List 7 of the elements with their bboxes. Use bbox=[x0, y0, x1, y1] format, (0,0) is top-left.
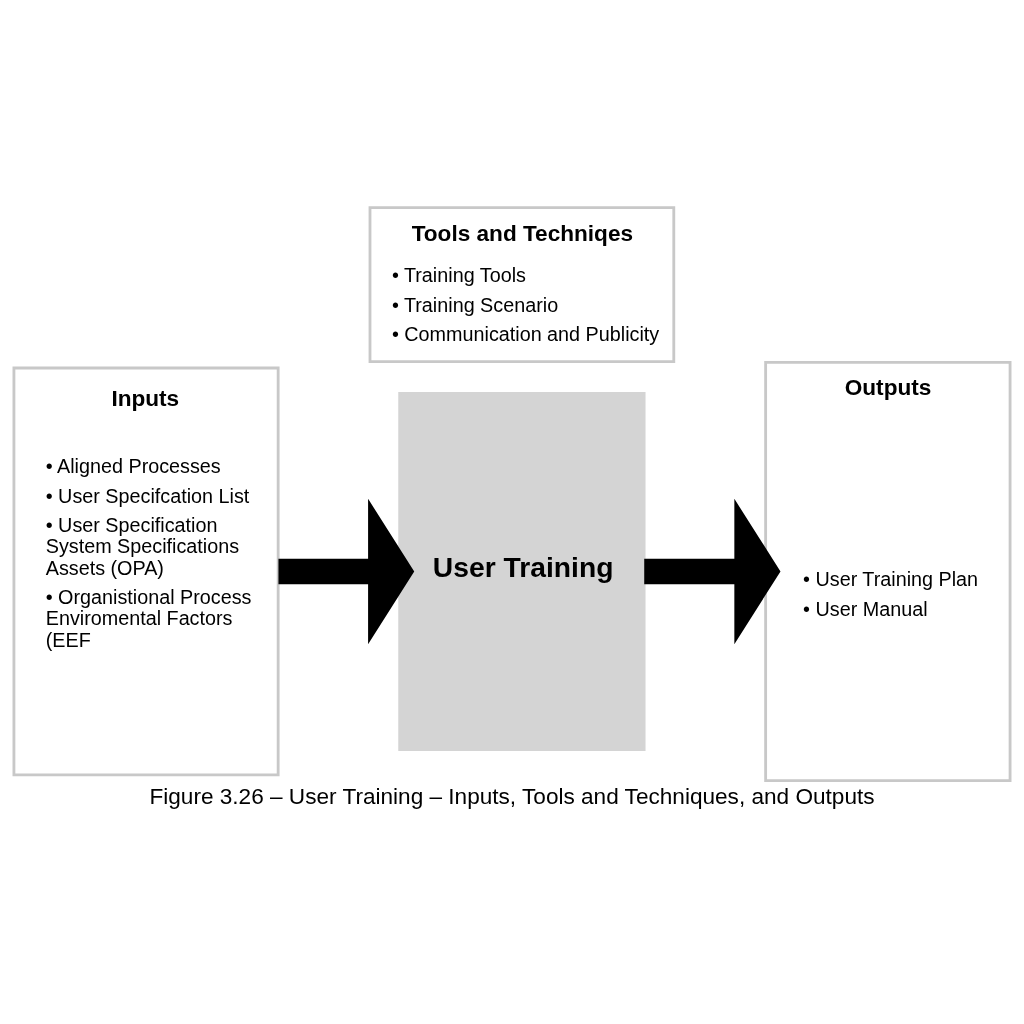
node-box: Outputs • User Training Plan • User Manual bbox=[764, 360, 1012, 782]
caption: Figure 3.26 – User Training – Inputs, Tools and Techniques, and Outputs bbox=[149, 783, 875, 809]
node-box: Tools and Techniqes • Training Tools • Training Scenario • Communication and Publicity bbox=[368, 205, 676, 363]
arrow bbox=[644, 498, 781, 644]
node-box: User Training bbox=[398, 391, 646, 751]
arrow bbox=[278, 498, 415, 644]
node-box: Inputs • Aligned Processes • User Specifcation List • User Specification System Specifications Assets (OPA) • Organistional Process Enviromental Factors (EEF bbox=[12, 366, 280, 776]
